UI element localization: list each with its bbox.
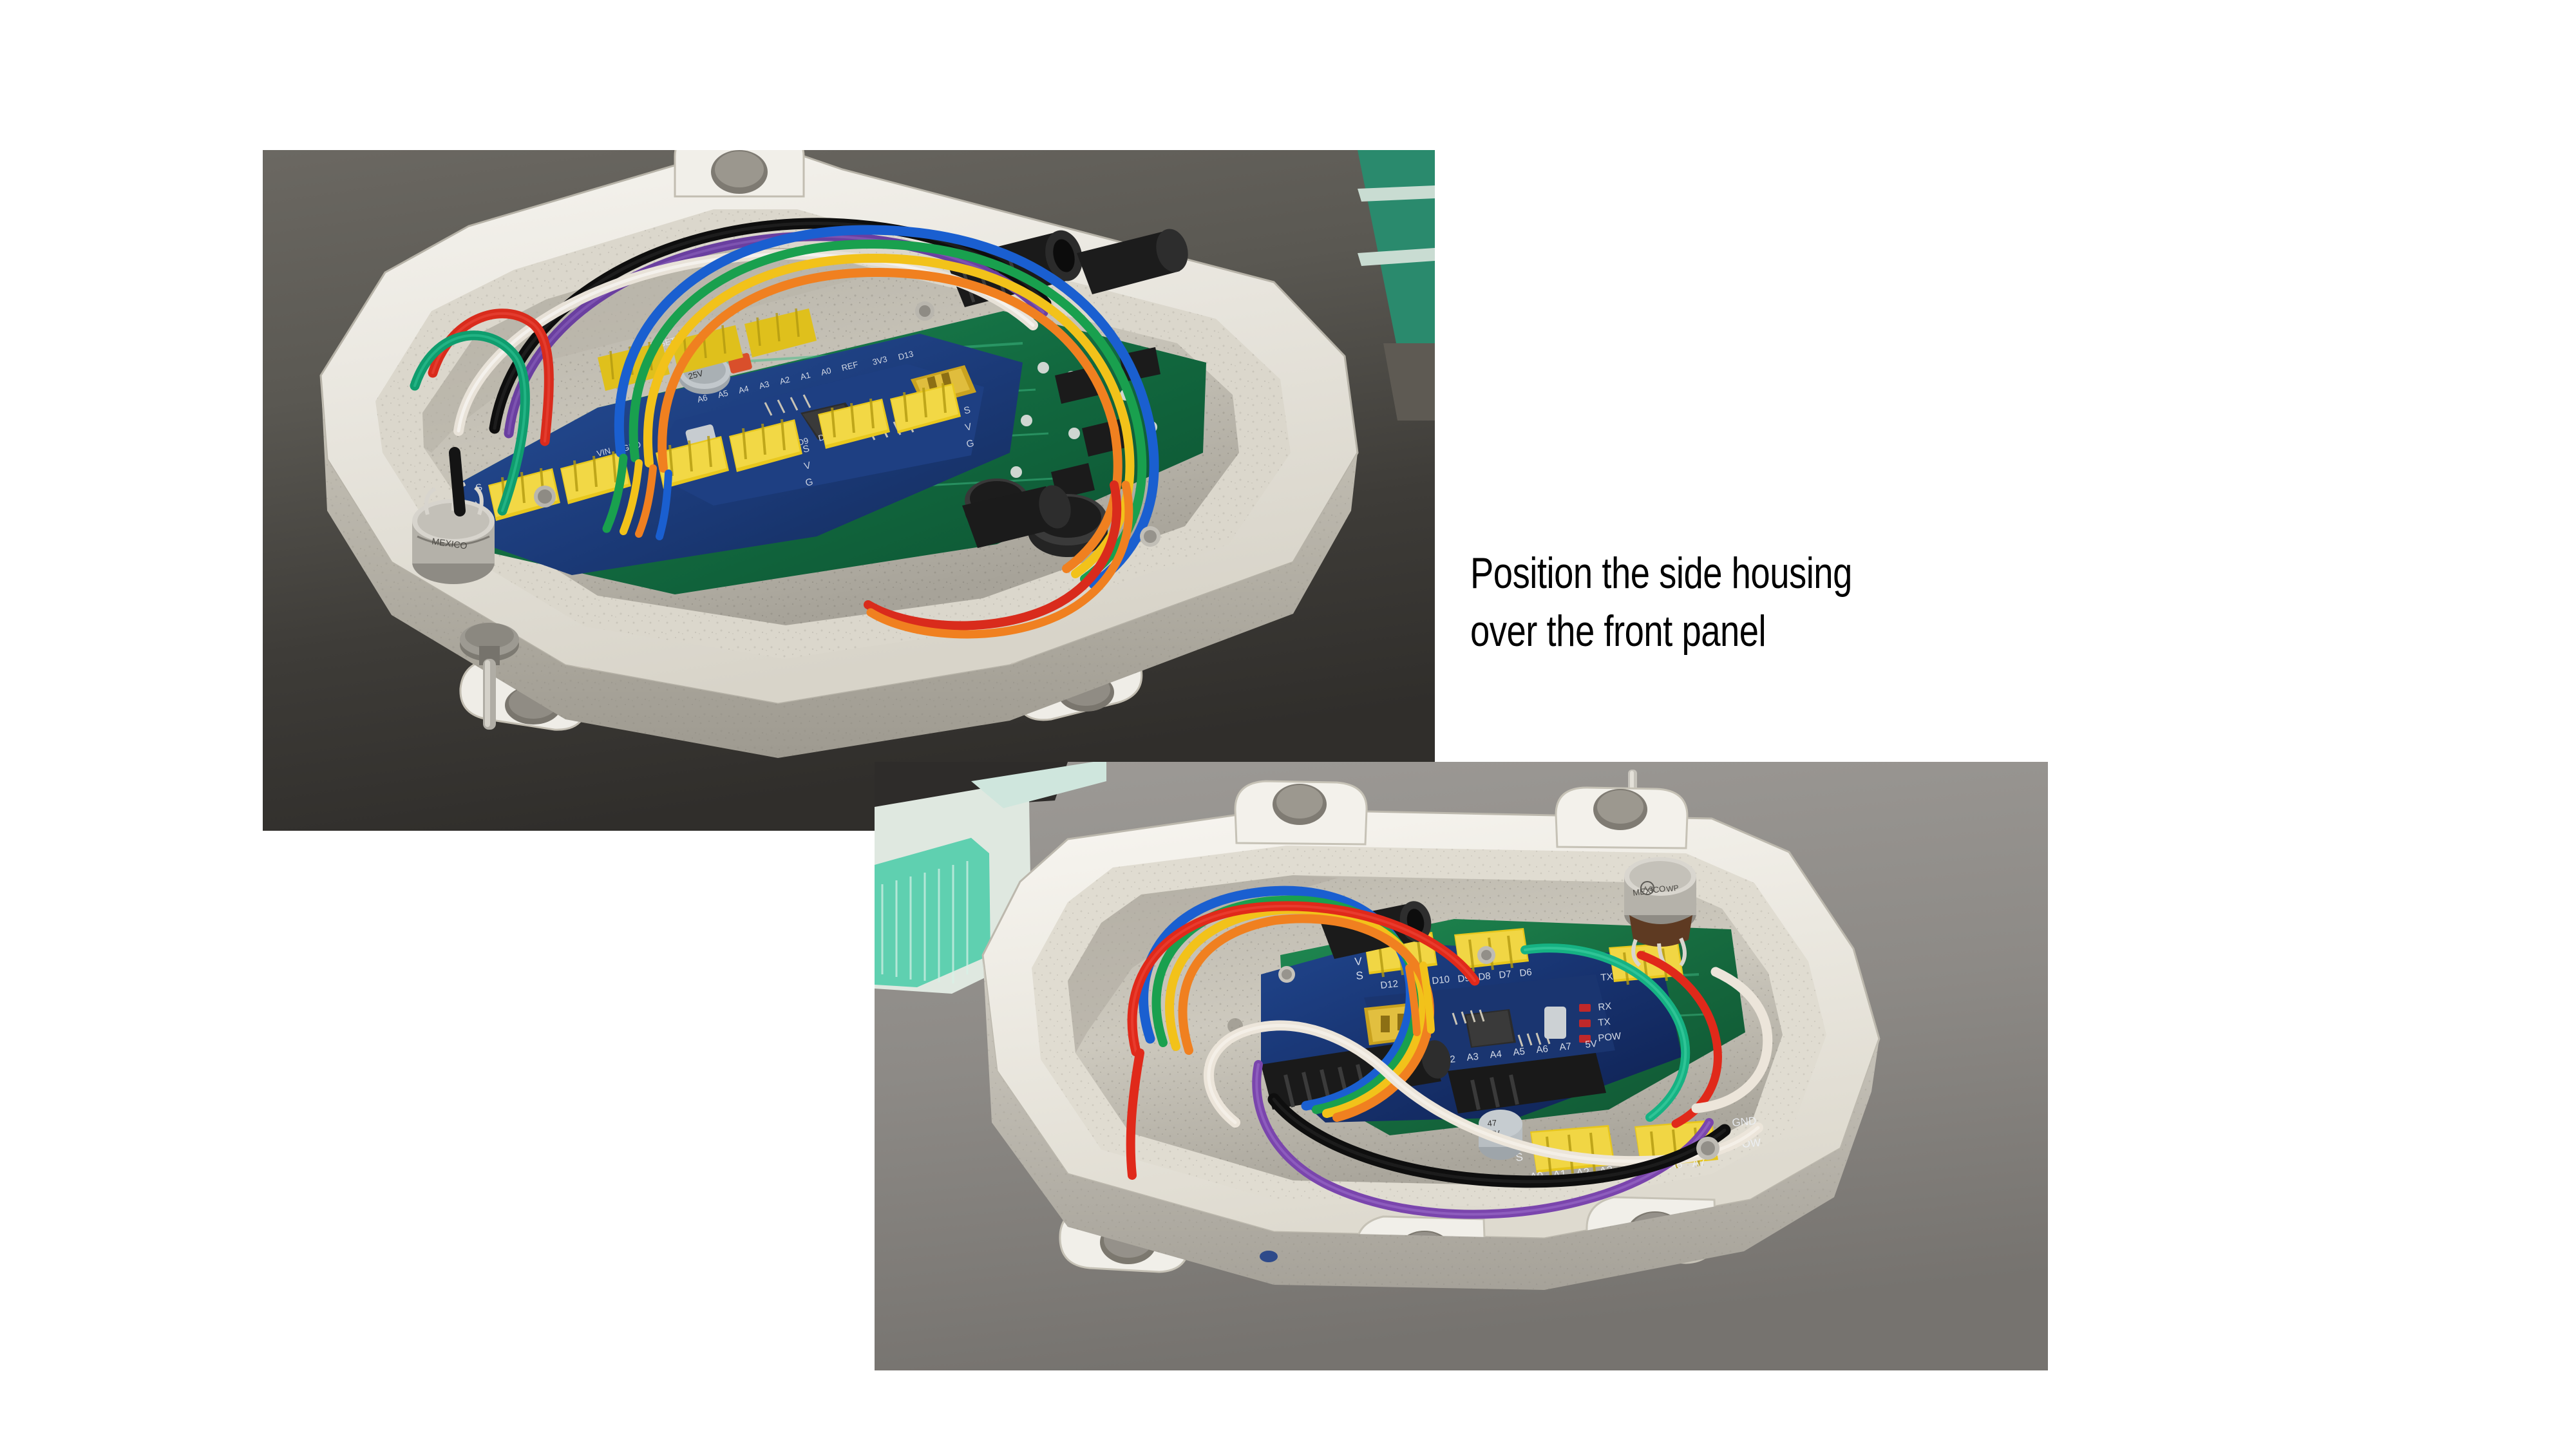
assembly-photo-bottom-right: GREEN J1 D2	[875, 762, 2048, 1370]
svg-text:GND: GND	[1732, 1115, 1757, 1129]
svg-text:REF: REF	[840, 359, 859, 373]
svg-text:A3: A3	[758, 379, 770, 391]
svg-text:A4: A4	[1490, 1048, 1502, 1061]
svg-text:D13: D13	[897, 349, 914, 362]
svg-text:S: S	[802, 443, 811, 455]
svg-text:G: G	[804, 477, 814, 489]
svg-text:A2: A2	[779, 375, 791, 386]
svg-text:A5: A5	[717, 388, 729, 400]
caption-text: Position the side housing over the front…	[1470, 544, 1985, 660]
svg-text:A5: A5	[1513, 1046, 1526, 1058]
svg-text:A1: A1	[799, 370, 811, 382]
svg-text:A7: A7	[1559, 1041, 1572, 1053]
svg-text:A0: A0	[820, 366, 832, 377]
svg-text:S: S	[963, 404, 972, 417]
svg-text:V: V	[1354, 955, 1363, 968]
svg-text:POW: POW	[1598, 1030, 1622, 1044]
svg-text:A6: A6	[696, 393, 708, 404]
svg-text:VIN: VIN	[596, 446, 612, 459]
svg-text:5V: 5V	[1585, 1038, 1598, 1050]
svg-text:47: 47	[1487, 1118, 1497, 1128]
svg-text:TX: TX	[1598, 1016, 1611, 1028]
svg-text:MEXICO: MEXICO	[431, 536, 468, 551]
svg-text:S: S	[1356, 969, 1364, 982]
svg-text:D7: D7	[1499, 969, 1512, 981]
svg-text:25V: 25V	[687, 368, 704, 381]
svg-text:D8: D8	[1478, 971, 1492, 983]
svg-text:A3: A3	[1466, 1051, 1479, 1063]
assembly-photo-top-left: 47 25V D3 D4 D5 D6 D7 D8 D9 D10 D11 D12 …	[263, 150, 1435, 831]
svg-text:G: G	[965, 438, 975, 450]
svg-text:D6: D6	[1519, 967, 1533, 979]
caption-line-1: Position the side housing	[1470, 549, 1852, 598]
caption-line-2: over the front panel	[1470, 607, 1766, 656]
svg-text:A4: A4	[737, 384, 750, 395]
svg-text:3V3: 3V3	[871, 354, 888, 367]
svg-text:A-B: A-B	[1643, 886, 1653, 892]
svg-text:WP: WP	[1665, 883, 1679, 894]
svg-text:RX: RX	[1598, 1001, 1613, 1013]
svg-text:D10: D10	[1432, 974, 1450, 987]
svg-text:A6: A6	[1536, 1043, 1549, 1056]
svg-text:V: V	[964, 421, 973, 433]
svg-text:D12: D12	[1380, 978, 1399, 991]
svg-text:V: V	[803, 460, 812, 472]
